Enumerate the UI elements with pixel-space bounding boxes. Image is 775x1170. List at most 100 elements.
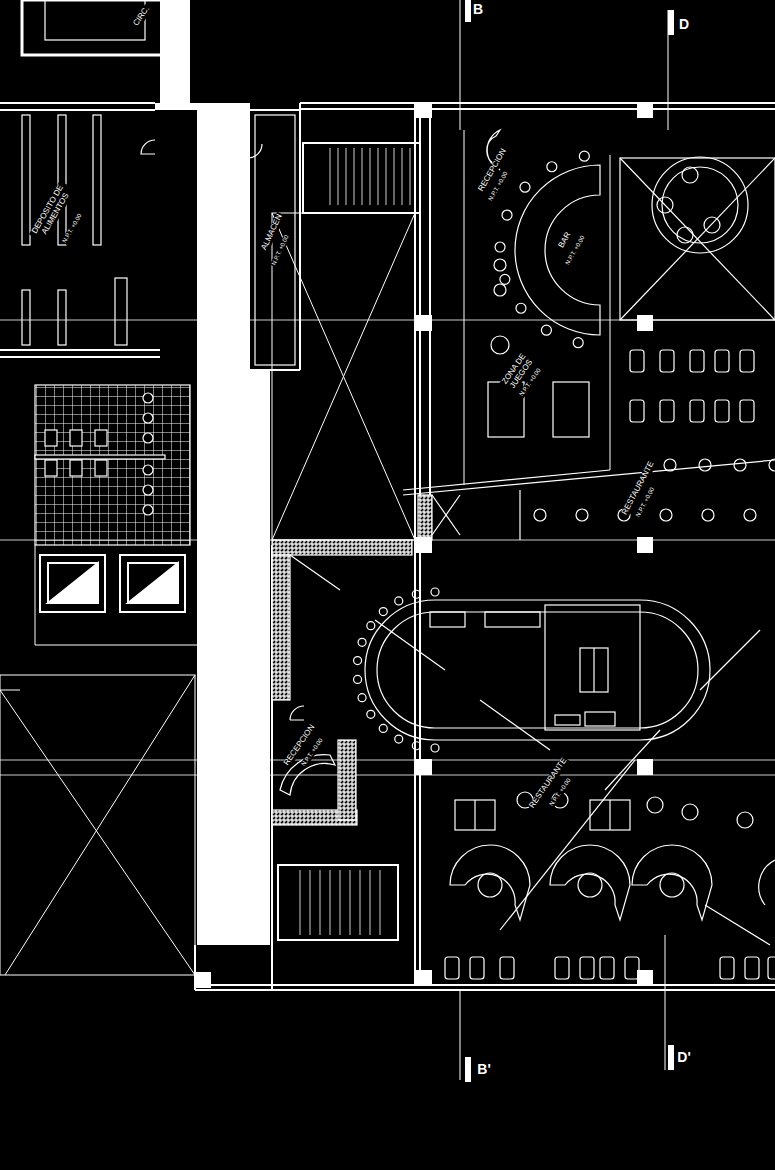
seat [412,590,420,598]
seat [744,509,756,521]
columns [195,102,653,988]
seat [367,710,375,718]
seat [379,608,387,616]
stair-tread [370,870,371,935]
bar [403,130,775,540]
stair-tread [402,148,403,205]
seat [682,804,698,820]
seat [495,242,505,252]
stair-tread [394,148,395,205]
seat [576,509,588,521]
column [637,102,653,118]
stair-tread [320,870,321,935]
room-label: BAR [557,230,574,250]
seat [660,509,672,521]
stair-tread [310,870,311,935]
chair [500,957,514,979]
room-label: N.P.T. +0.00 [61,211,84,244]
column [416,970,432,986]
seat [431,744,439,752]
seat [358,638,366,646]
chair [625,957,639,979]
stair-tread [354,148,355,205]
seat [534,509,546,521]
seat [395,597,403,605]
stair-tread [346,148,347,205]
column [195,972,211,988]
seat [664,459,676,471]
column [637,537,653,553]
shelves [22,115,295,365]
seat [699,459,711,471]
column [416,102,432,118]
column [416,537,432,553]
stair-tread [330,870,331,935]
elevators [35,545,197,645]
chair [630,400,644,422]
seat [500,274,510,284]
hatched-walls [272,495,432,825]
seat [702,509,714,521]
seat [516,303,526,313]
chair [690,350,704,372]
seat [647,797,663,813]
room-label: CIRC. [132,4,153,29]
stair-tread [362,148,363,205]
stair-tread [378,148,379,205]
walls [0,103,775,990]
seat [541,325,551,335]
seat [379,724,387,732]
seat [579,151,589,161]
seat [547,162,557,172]
chair [768,957,775,979]
grid-axis-label: D' [676,1050,691,1065]
seat [395,735,403,743]
chair [445,957,459,979]
column [637,315,653,331]
grid-axes [460,0,674,1082]
seat [734,459,746,471]
chair [660,400,674,422]
seat [354,675,362,683]
chair [740,350,754,372]
grid-axis-label: B [472,2,484,17]
chair [470,957,484,979]
column [416,759,432,775]
stair-tread [370,148,371,205]
stair-tread [380,870,381,935]
stair-tread [338,148,339,205]
seat [358,694,366,702]
seat [573,338,583,348]
chair [580,957,594,979]
chair [630,350,644,372]
seat [769,459,775,471]
stair-tread [300,870,301,935]
voids [0,213,415,975]
grid-axis-label: B' [476,1062,491,1077]
seat [354,657,362,665]
column [637,759,653,775]
seat [502,210,512,220]
stair-tread [330,148,331,205]
chair [660,350,674,372]
chair [720,957,734,979]
room-label: ZONA DE JUEGOS [499,350,538,394]
stair-tread [340,870,341,935]
chair [745,957,759,979]
furniture [354,151,775,979]
toilets [35,385,190,545]
seat [412,742,420,750]
chair [715,350,729,372]
stair-tread [386,148,387,205]
stair-top-left [22,0,172,55]
column [416,315,432,331]
stair-tread [410,148,411,205]
seat [367,622,375,630]
seat [431,588,439,596]
chair [600,957,614,979]
grid-axis-label: D [678,17,690,32]
chair [715,400,729,422]
chair [690,400,704,422]
